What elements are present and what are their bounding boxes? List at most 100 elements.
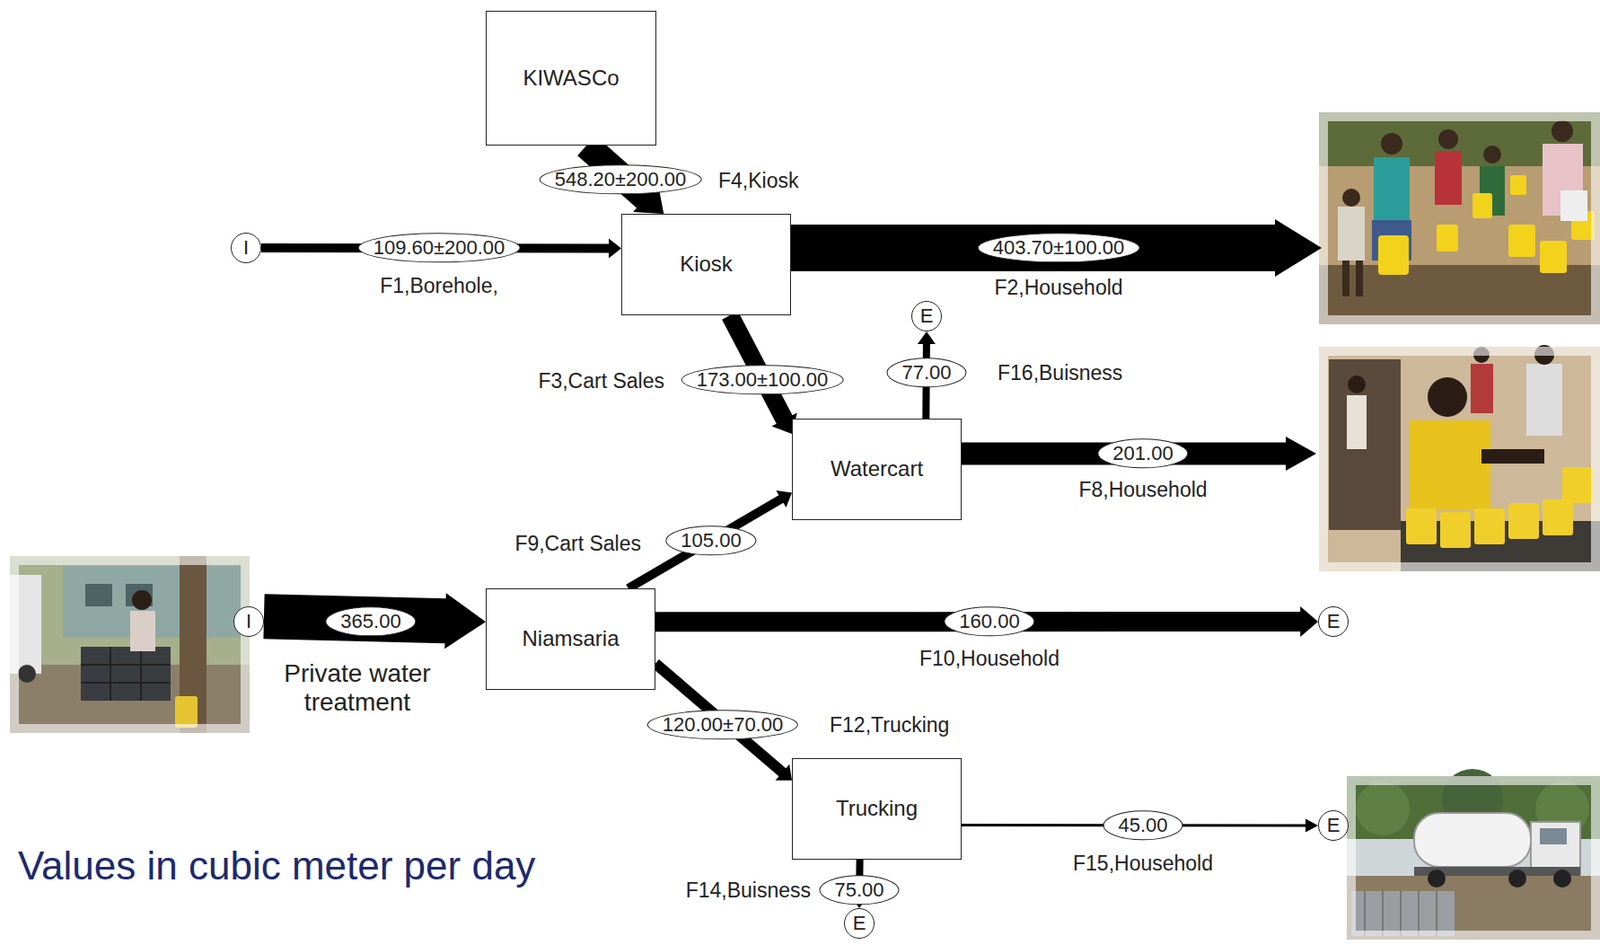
- kiosk-photo: [1318, 112, 1600, 325]
- truck-photo-detail: [1381, 890, 1384, 936]
- label-anchor: 201.00: [1097, 438, 1188, 468]
- flow-arrow: [625, 490, 792, 592]
- treatment-photo-detail: [17, 664, 36, 683]
- flow-value: 160.00: [943, 606, 1035, 636]
- label-anchor: F15,Household: [1072, 851, 1214, 875]
- truck-photo-detail: [1417, 890, 1420, 936]
- kiosk-photo-detail: [1355, 260, 1363, 297]
- export-circle: E: [843, 907, 875, 939]
- flow-value-anchor: 160.00: [943, 606, 1035, 636]
- kiosk-photo-detail: [1539, 240, 1567, 273]
- kiosk-photo-detail: [1337, 206, 1365, 261]
- watercart-photo-detail: [1474, 508, 1505, 545]
- input-circle: I: [233, 606, 264, 637]
- flow-name: F12,Trucking: [829, 712, 950, 737]
- watercart-photo-detail: [1542, 499, 1574, 536]
- flow-value-anchor: 45.00: [1102, 809, 1183, 840]
- flow-value-anchor: 77.00: [886, 357, 967, 387]
- watercart-photo-detail: [1347, 375, 1366, 394]
- truck-photo-detail: [1539, 827, 1567, 844]
- watercart-photo-detail: [1562, 466, 1593, 503]
- flow-value: 173.00±100.00: [681, 364, 844, 395]
- node-label: E: [1327, 815, 1341, 836]
- flow-arrow: [655, 606, 1319, 637]
- export-circle: E: [1318, 809, 1349, 841]
- treatment-photo-detail: [131, 589, 152, 610]
- flow-value-anchor: 548.20±200.00: [539, 164, 703, 194]
- treatment-photo-detail: [9, 555, 250, 733]
- kiosk-photo-detail: [1342, 260, 1350, 297]
- flow-value: 201.00: [1097, 438, 1188, 468]
- watercart-photo-detail: [1508, 502, 1539, 539]
- flow-value: 75.00: [818, 874, 899, 905]
- label-anchor: F12,Trucking: [829, 712, 950, 737]
- label-anchor: Private water treatment: [263, 659, 452, 717]
- kiosk-photo-detail: [1560, 190, 1588, 221]
- flow-value-anchor: 173.00±100.00: [681, 364, 844, 395]
- treatment-photo-detail: [80, 663, 171, 666]
- watercart-photo-detail: [1470, 363, 1494, 414]
- kiosk-photo-detail: [1323, 116, 1596, 320]
- flow-value-anchor: 120.00±70.00: [647, 709, 799, 739]
- input-circle: I: [230, 232, 262, 264]
- truck-photo-detail: [1414, 812, 1531, 867]
- node-label: Niamsaria: [521, 626, 619, 651]
- outflow-arrows-detail: [791, 219, 1322, 277]
- watercart-photo: [1318, 344, 1600, 572]
- outflow-arrows-detail: [961, 436, 1317, 471]
- truck-photo: [1346, 768, 1600, 940]
- kiosk-photo-detail: [1438, 129, 1459, 150]
- flow-value: 120.00±70.00: [647, 709, 799, 739]
- flow-value: 105.00: [665, 525, 757, 555]
- kiosk-photo-detail: [1508, 224, 1536, 257]
- kiosk-photo-detail: [1342, 188, 1361, 207]
- truck-photo-detail: [1399, 890, 1402, 936]
- flow-name: F9,Cart Sales: [514, 531, 642, 555]
- flow-value-anchor: 105.00: [665, 525, 757, 555]
- flow-name: F14,Buisness: [685, 878, 811, 902]
- truck-photo-detail: [1363, 890, 1366, 936]
- caption: Values in cubic meter per day: [17, 843, 536, 889]
- watercart-photo-detail: [1328, 359, 1401, 530]
- label-anchor: F16,Buisness: [997, 360, 1123, 385]
- process-box: Trucking: [791, 757, 962, 860]
- truck-photo-detail: [1553, 869, 1572, 888]
- kiosk-photo-detail: [1373, 157, 1410, 220]
- caption-anchor: Values in cubic meter per day: [17, 843, 536, 889]
- flow-value: 365.00: [325, 606, 416, 636]
- node-label: I: [243, 237, 249, 258]
- flow-value: 45.00: [1102, 809, 1183, 840]
- watercart-photo-detail: [1409, 420, 1491, 510]
- process-box: Watercart: [791, 418, 962, 520]
- label-anchor: F3,Cart Sales: [537, 369, 665, 393]
- label-anchor: F14,Buisness: [685, 878, 811, 902]
- flow-value-anchor: 109.60±200.00: [358, 232, 521, 263]
- export-circle: E: [911, 300, 942, 332]
- truck-photo-detail: [1351, 780, 1596, 935]
- label-anchor: F8,Household: [1078, 477, 1207, 502]
- node-label: I: [246, 611, 252, 632]
- truck-photo-detail: [1530, 821, 1581, 874]
- watercart-photo-detail: [1318, 346, 1600, 572]
- label-anchor: F10,Household: [919, 646, 1060, 670]
- watercart-photo-detail: [1526, 363, 1563, 436]
- treatment-photo-detail: [80, 646, 171, 701]
- process-box: Niamsaria: [485, 588, 656, 690]
- treatment-photo-detail: [109, 646, 112, 701]
- label-anchor: F9,Cart Sales: [514, 531, 642, 555]
- kiosk-photo-detail: [1434, 150, 1462, 205]
- flow-name: F2,Household: [993, 275, 1123, 299]
- kiosk-photo-detail: [1510, 175, 1527, 195]
- watercart-photo-detail: [1440, 511, 1471, 548]
- process-box: Kiosk: [621, 213, 792, 316]
- node-label: Trucking: [835, 796, 918, 820]
- kiosk-photo-detail: [1472, 193, 1493, 219]
- label-anchor: F2,Household: [993, 275, 1123, 299]
- watercart-photo-detail: [1481, 448, 1545, 464]
- flow-name: F15,Household: [1072, 851, 1214, 875]
- flow-name: F1,Borehole,: [379, 273, 499, 298]
- truck-photo-detail: [1508, 869, 1527, 888]
- node-label: E: [920, 306, 934, 326]
- label-anchor: F4,Kiosk: [718, 168, 799, 193]
